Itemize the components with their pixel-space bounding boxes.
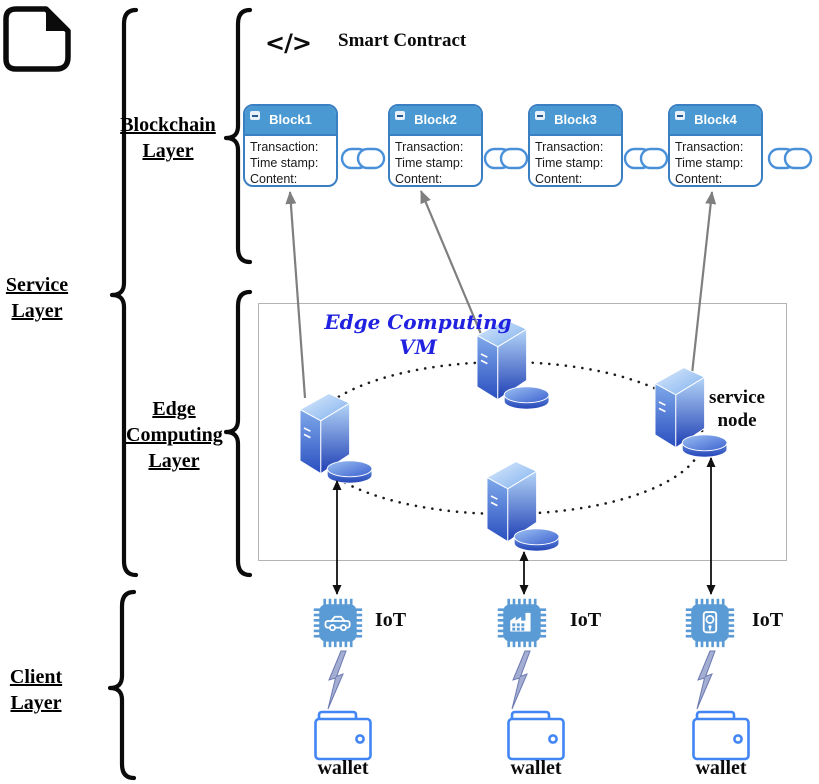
smart-contract-icon [3, 6, 71, 72]
block-card-3: Block3 Transaction: Time stamp: Content: [528, 104, 623, 187]
block-field: Content: [675, 172, 723, 186]
client-layer-label: Client Layer [9, 666, 63, 714]
iot-label-middle: IoT [570, 609, 602, 631]
wallet-icon [692, 710, 750, 761]
block-header: Block3 [530, 106, 621, 136]
block-field: Transaction: [250, 140, 319, 154]
service-layer-brace [109, 7, 139, 578]
edge-vm-label: Edge Computing VM [324, 310, 512, 359]
client-layer-brace [107, 589, 137, 781]
collapse-icon [535, 111, 545, 120]
block-header: Block1 [245, 106, 336, 136]
iot-chip-factory [496, 597, 548, 649]
wallet-icon [507, 710, 565, 761]
edge-layer-label: Edge Computing Layer [126, 398, 223, 472]
edge-layer-brace [223, 289, 253, 578]
chain-link-icon [623, 147, 669, 170]
arrow-server-to-block2 [419, 190, 483, 335]
wallet-label-left: wallet [317, 757, 369, 779]
chain-link-icon [483, 147, 529, 170]
block-title: Block1 [269, 112, 312, 127]
block-field: Time stamp: [395, 156, 464, 170]
iot-label-right: IoT [752, 609, 784, 631]
blockchain-layer-brace [223, 7, 253, 265]
car-icon [324, 615, 351, 632]
block-field: Transaction: [535, 140, 604, 154]
lightning-icon [327, 650, 347, 710]
block-field: Transaction: [675, 140, 744, 154]
chain-link-icon [340, 147, 386, 170]
block-title: Block3 [554, 112, 597, 127]
chain-link-icon [767, 147, 813, 170]
edge-server-bottom [486, 460, 560, 553]
iot-chip-car [312, 597, 364, 649]
wallet-icon [314, 710, 372, 761]
block-header: Block4 [670, 106, 761, 136]
block-field: Transaction: [395, 140, 464, 154]
block-header: Block2 [390, 106, 481, 136]
smart-contract-label: Smart Contract [338, 30, 467, 51]
edge-server-left [299, 392, 373, 485]
arrow-server-to-block4 [690, 191, 717, 375]
block-field: Content: [535, 172, 583, 186]
block-field: Content: [395, 172, 443, 186]
collapse-icon [395, 111, 405, 120]
collapse-icon [250, 111, 260, 120]
block-title: Block4 [694, 112, 737, 127]
service-node-label: service node [709, 387, 765, 431]
code-glyph: </> [265, 29, 312, 57]
block-card-4: Block4 Transaction: Time stamp: Content: [668, 104, 763, 187]
iot-label-left: IoT [375, 609, 407, 631]
lock-icon [702, 611, 718, 634]
arrow-server-to-block1 [285, 191, 307, 399]
collapse-icon [675, 111, 685, 120]
service-layer-label: Service Layer [5, 274, 69, 322]
factory-icon [510, 612, 531, 632]
block-field: Time stamp: [535, 156, 604, 170]
blockchain-layer-label: Blockchain Layer [120, 114, 216, 162]
block-title: Block2 [414, 112, 457, 127]
iot-chip-lock [684, 597, 736, 649]
wallet-label-middle: wallet [510, 757, 562, 779]
block-card-2: Block2 Transaction: Time stamp: Content: [388, 104, 483, 187]
block-field: Time stamp: [250, 156, 319, 170]
lightning-icon [696, 650, 716, 710]
lightning-icon [511, 650, 531, 710]
block-field: Content: [250, 172, 298, 186]
block-card-1: Block1 Transaction: Time stamp: Content: [243, 104, 338, 187]
block-field: Time stamp: [675, 156, 744, 170]
wallet-label-right: wallet [695, 757, 747, 779]
